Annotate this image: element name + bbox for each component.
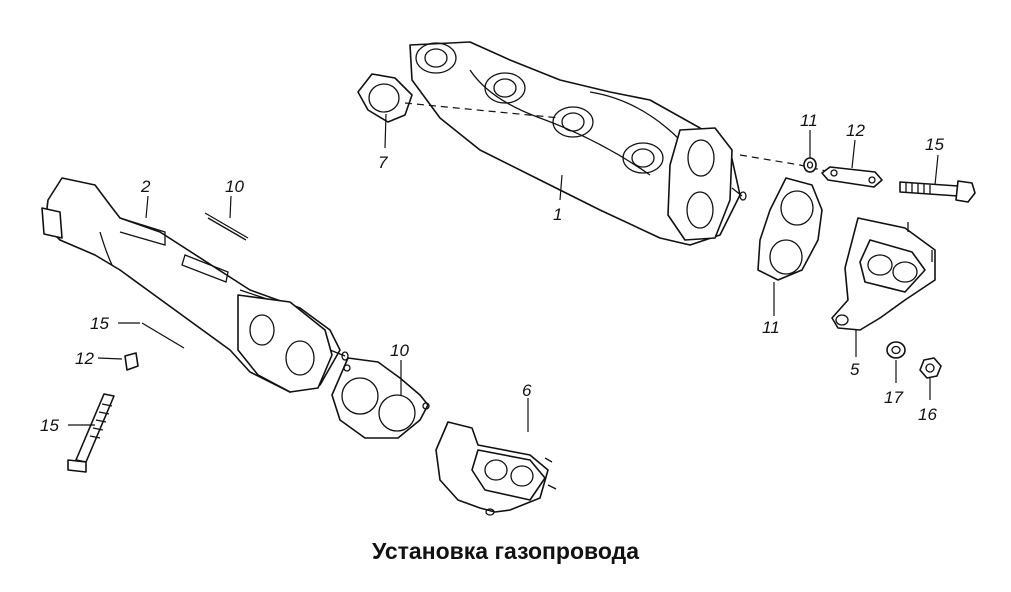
callout-12-upper: 12 xyxy=(846,121,865,140)
callout-15-upper: 15 xyxy=(925,135,944,154)
part-11-washer-upper xyxy=(803,157,817,173)
part-16-nut xyxy=(919,357,942,379)
part-10-gasket-upper xyxy=(757,177,823,281)
callout-6: 6 xyxy=(522,381,532,400)
part-15-bolt-lower xyxy=(67,393,115,473)
callout-5: 5 xyxy=(850,360,860,379)
part-12-plate-lower xyxy=(141,322,185,349)
callout-17: 17 xyxy=(884,388,903,407)
leader-lines xyxy=(68,113,939,432)
callout-7-upper: 7 xyxy=(378,153,388,172)
part-5-flange-pipe xyxy=(831,217,936,331)
callout-10-lower: 10 xyxy=(390,341,409,360)
callout-7-lower: 10 xyxy=(225,177,244,196)
callout-15-lower: 15 xyxy=(40,416,59,435)
callout-16: 16 xyxy=(918,405,937,424)
callout-11-lower: 12 xyxy=(75,349,94,368)
callout-11-upper: 11 xyxy=(800,111,818,130)
callout-2: 2 xyxy=(140,177,151,196)
part-15-bolt-upper xyxy=(899,180,976,203)
callout-labels: 7 1 2 10 11 12 15 11 5 17 16 15 12 15 10… xyxy=(40,111,944,435)
part-7-gasket-lower xyxy=(204,212,249,241)
callout-10-upper: 11 xyxy=(762,318,780,337)
part-7-gasket-upper xyxy=(357,73,413,123)
diagram-caption: Установка газопровода xyxy=(371,538,639,564)
callout-1: 1 xyxy=(553,205,562,224)
part-17-nut xyxy=(886,341,906,359)
callout-12-lower: 15 xyxy=(90,314,109,333)
part-1-exhaust-manifold xyxy=(409,41,747,246)
assembly-axis-upper xyxy=(404,102,831,173)
part-12-plate-upper xyxy=(821,166,883,188)
part-2-exhaust-pipe xyxy=(41,177,349,393)
part-6-flange-pipe xyxy=(435,421,557,516)
part-10-gasket-lower xyxy=(331,357,430,439)
part-11-washer-lower xyxy=(124,352,139,371)
